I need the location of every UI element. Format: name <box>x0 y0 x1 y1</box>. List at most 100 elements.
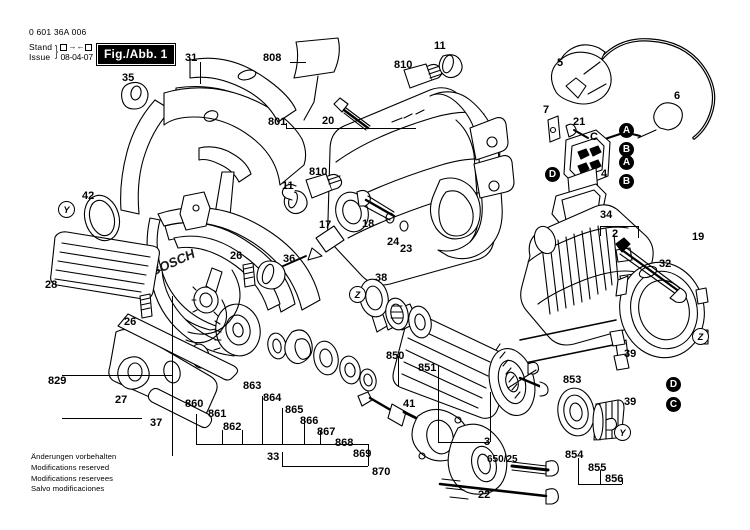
callout-801: 801 <box>268 116 287 128</box>
callout-856: 856 <box>605 473 624 485</box>
tick-855 <box>600 470 601 484</box>
issue-date: 08-04-07 <box>60 52 93 63</box>
callout-28: 28 <box>45 279 58 291</box>
bracket-33 <box>196 444 368 445</box>
callout-36: 36 <box>283 253 296 265</box>
filled-letter-b: B <box>619 174 634 189</box>
order-number: 0 601 36A 006 <box>29 27 87 37</box>
callout-22: 22 <box>478 489 491 501</box>
label-issue: Issue <box>29 52 51 63</box>
callout-866: 866 <box>300 415 319 427</box>
tick-861 <box>222 430 223 444</box>
filled-letter-d: D <box>545 167 560 182</box>
callout-C: C <box>590 131 598 143</box>
filled-letter-a: A <box>619 123 634 138</box>
callout-35: 35 <box>122 72 135 84</box>
callout-26: 26 <box>230 250 243 262</box>
callout-5: 5 <box>557 57 564 69</box>
callout-808: 808 <box>263 52 282 64</box>
svg-text:BOSCH: BOSCH <box>148 246 198 279</box>
bracket-3-b <box>438 442 490 443</box>
callout-850: 850 <box>386 350 405 362</box>
filled-letter-d: D <box>666 377 681 392</box>
callout-34: 34 <box>600 209 613 221</box>
callout-862: 862 <box>223 421 242 433</box>
callout-868: 868 <box>335 437 354 449</box>
callout-829: 829 <box>48 375 67 387</box>
filled-letter-b: B <box>619 142 634 157</box>
callout-21: 21 <box>573 116 586 128</box>
callout-851: 851 <box>418 362 437 374</box>
tick-864 <box>282 408 283 444</box>
circled-letter-z: Z <box>692 328 709 345</box>
callout-37: 37 <box>150 417 163 429</box>
callout-650-25: 650/25 <box>487 454 518 465</box>
callout-24: 24 <box>387 236 400 248</box>
bracket-829-top <box>62 375 172 376</box>
bracket-870 <box>282 466 368 467</box>
leader-801-tick <box>286 123 287 129</box>
leader-808 <box>290 62 306 63</box>
callout-20: 20 <box>322 115 335 127</box>
callout-870: 870 <box>372 466 391 478</box>
leader-31 <box>200 62 201 84</box>
callout-2: 2 <box>612 228 619 240</box>
tick-866 <box>320 430 321 444</box>
tick-870 <box>368 444 369 466</box>
callout-11: 11 <box>434 40 446 52</box>
revision-marks: →← <box>60 41 92 52</box>
callout-11: 11 <box>282 180 294 192</box>
tick-850 <box>398 356 399 386</box>
circled-letter-z: Z <box>349 286 366 303</box>
callout-27: 27 <box>115 394 128 406</box>
tick-863 <box>262 396 263 444</box>
bracket-2-l <box>600 226 601 236</box>
footer-en: Modifications reserved <box>31 462 110 472</box>
callout-39: 39 <box>624 348 637 360</box>
callout-38: 38 <box>375 272 388 284</box>
label-stand: Stand <box>29 41 53 52</box>
issue-block: Stand Issue } →← 08-04-07 <box>29 41 93 63</box>
callout-864: 864 <box>263 392 282 404</box>
callout-32: 32 <box>659 258 672 270</box>
callout-18: 18 <box>362 218 375 230</box>
bracket-854 <box>578 484 622 485</box>
footer-es: Salvo modificaciones <box>31 484 105 494</box>
footer-notes: Änderungen vorbehalten Modifications res… <box>31 452 116 495</box>
bracket-3-r <box>490 392 491 442</box>
tick-856 <box>622 478 623 484</box>
callout-810: 810 <box>309 166 328 178</box>
callout-3: 3 <box>484 436 491 448</box>
circled-letter-y: Y <box>58 201 75 218</box>
callout-31: 31 <box>185 52 198 64</box>
bracket-33-l <box>196 414 197 444</box>
callout-861: 861 <box>208 408 227 420</box>
filled-letter-c: C <box>666 397 681 412</box>
bracket-829-v <box>172 296 173 456</box>
callout-6: 6 <box>674 90 681 102</box>
circled-letter-y: Y <box>614 424 631 441</box>
callout-810: 810 <box>394 59 413 71</box>
tick-33-mid <box>282 452 283 466</box>
callout-33: 33 <box>267 451 280 463</box>
callout-853: 853 <box>563 374 582 386</box>
callout-17: 17 <box>319 219 332 231</box>
header-block: 0 601 36A 006 Stand Issue } →← 08-04-07 <box>29 27 93 63</box>
callout-19: 19 <box>692 231 705 243</box>
callout-854: 854 <box>565 449 584 461</box>
bracket-37 <box>62 418 142 419</box>
tick-862 <box>242 430 243 444</box>
callout-7: 7 <box>543 104 550 116</box>
tick-865 <box>304 418 305 444</box>
callout-23: 23 <box>400 243 413 255</box>
bracket-2-t <box>600 226 638 227</box>
tick-854 <box>578 458 579 484</box>
leader-801 <box>286 128 416 129</box>
callout-39: 39 <box>624 396 637 408</box>
callout-4: 4 <box>601 168 608 180</box>
callout-42: 42 <box>82 190 95 202</box>
callout-860: 860 <box>185 398 204 410</box>
brace-icon: } <box>55 43 59 61</box>
